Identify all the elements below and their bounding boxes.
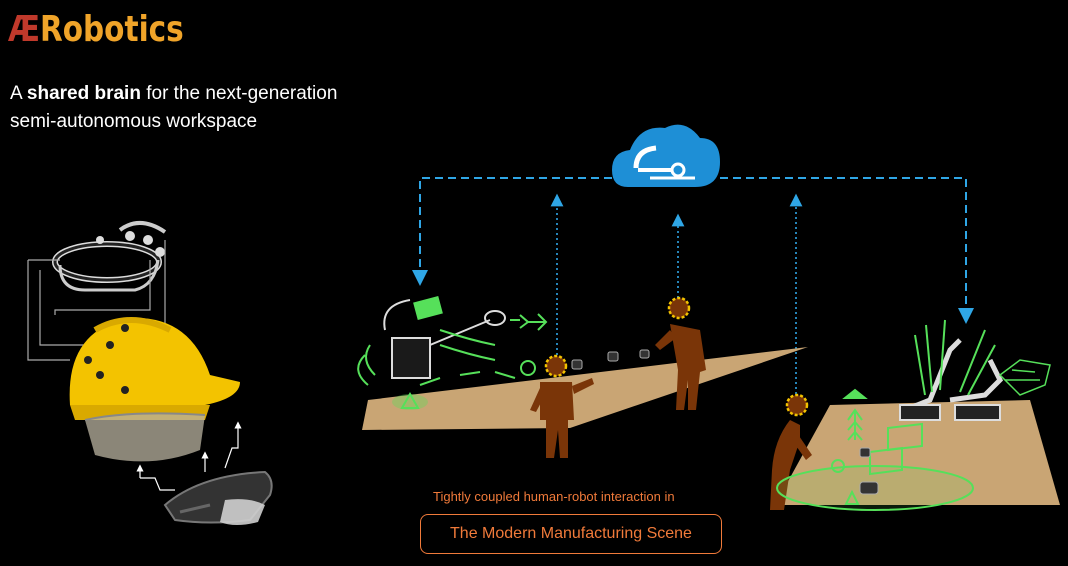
robot-arm-right [899,319,1051,421]
tagline-line-2: semi-autonomous workspace [10,111,258,132]
human-worker-1 [530,354,594,458]
tagline-line1-suffix: for the next-generation [140,83,338,104]
human-worker-2 [655,296,706,410]
brand-ae: Æ [8,9,41,50]
scene-title-box: The Modern Manufacturing Scene [420,514,722,554]
brand-name: Robotics [40,9,184,50]
eeg-headset-icon [52,221,167,292]
floor-right [775,400,1060,505]
hard-hat-icon [69,317,241,462]
tagline-prefix: A [10,83,27,104]
floor-parts-right [859,447,879,495]
tagline-bold: shared brain [26,83,141,104]
floor-parts [571,349,650,370]
warning-icon [392,391,428,410]
tagline-line-1: A shared brain for the next-generation [10,80,337,108]
tagline: A shared brain for the next-generation s… [10,80,337,136]
human-uplinks [550,193,803,394]
scene-title: The Modern Manufacturing Scene [450,525,692,542]
upload-arrows [136,421,242,491]
brand-logo: ÆRobotics [8,12,184,48]
scene-caption: Tightly coupled human-robot interaction … [433,489,675,504]
cloud-icon [612,124,720,187]
ar-glasses-icon [163,470,273,525]
cloud-connectors [412,177,974,324]
robot-arm-icon [357,295,548,386]
